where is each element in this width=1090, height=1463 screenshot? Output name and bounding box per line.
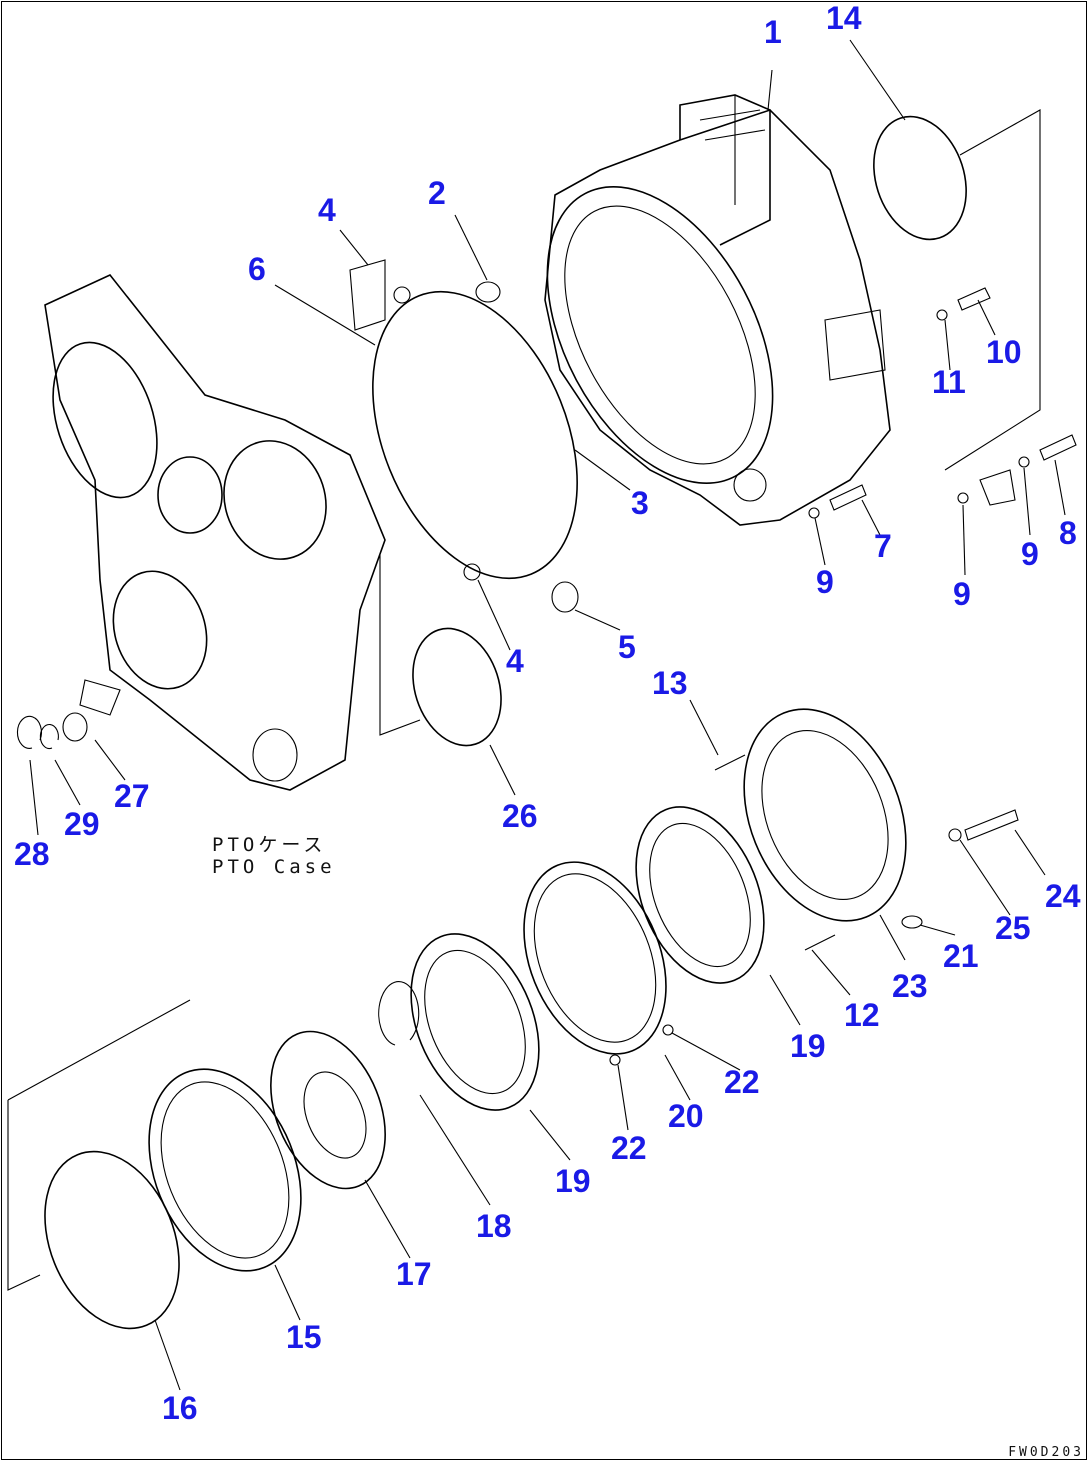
- washer-part-25: [948, 828, 962, 842]
- callout-9-left: 9: [816, 564, 834, 600]
- callout-26: 26: [502, 798, 538, 834]
- pto-case: [44, 274, 421, 791]
- callout-16: 16: [162, 1390, 198, 1426]
- callout-8: 8: [1059, 515, 1077, 551]
- pins-part-12-13: [714, 754, 836, 951]
- plate-part-19b: [410, 933, 540, 1111]
- dowel-part-4: [349, 259, 386, 331]
- bracket-part-27: [79, 679, 121, 716]
- callout-1: 1: [764, 14, 782, 50]
- callout-17: 17: [396, 1256, 432, 1292]
- callout-18: 18: [476, 1208, 512, 1244]
- bolt-part-24: [964, 809, 1019, 841]
- piston-housing-part-23: [743, 708, 907, 922]
- callout-27: 27: [114, 778, 150, 814]
- callout-3: 3: [631, 485, 649, 521]
- callout-21: 21: [943, 938, 979, 974]
- drawing-code: FW0D203: [1008, 1445, 1084, 1460]
- callout-28: 28: [14, 836, 50, 872]
- callout-7: 7: [874, 528, 892, 564]
- callout-4-top: 4: [318, 192, 336, 228]
- callout-23: 23: [892, 968, 928, 1004]
- plug-part-2: [475, 281, 501, 303]
- bolt-group-right: [808, 287, 1077, 519]
- callout-13: 13: [652, 665, 688, 701]
- callout-4-bottom: 4: [506, 643, 524, 679]
- cover-part-15: [148, 1068, 302, 1272]
- plate-part-19a: [635, 806, 765, 984]
- callout-22-left: 22: [611, 1130, 647, 1166]
- callout-5: 5: [618, 629, 636, 665]
- caption-japanese: PTOケース: [212, 834, 327, 856]
- callout-22-right: 22: [724, 1064, 760, 1100]
- callout-2: 2: [428, 175, 446, 211]
- o-ring-part-5: [551, 581, 579, 613]
- leader-lines: [29, 39, 1066, 1391]
- o-ring-part-16: [44, 1150, 180, 1330]
- seal-part-27: [62, 712, 88, 742]
- callout-19-upper: 19: [790, 1028, 826, 1064]
- callout-11: 11: [932, 364, 966, 400]
- callout-10: 10: [986, 334, 1022, 370]
- plate-part-20: [523, 861, 667, 1055]
- callout-6: 6: [248, 251, 266, 287]
- callout-24: 24: [1045, 878, 1081, 914]
- callout-12: 12: [844, 997, 880, 1033]
- gear-part-26: [412, 627, 502, 747]
- snap-ring-part-18: [378, 981, 420, 1046]
- callout-19-lower: 19: [555, 1163, 591, 1199]
- gasket-part-6: [372, 290, 578, 580]
- callout-25: 25: [995, 910, 1031, 946]
- housing-part-1: [544, 94, 891, 526]
- o-ring-part-14: [873, 115, 967, 241]
- caption-english: PTO Case: [212, 855, 336, 878]
- callout-20: 20: [668, 1098, 704, 1134]
- callout-9-middle: 9: [953, 576, 971, 612]
- pto-case-caption: PTOケース PTO Case: [212, 834, 336, 879]
- callout-9-right: 9: [1021, 536, 1039, 572]
- snap-ring-part-28: [16, 715, 42, 749]
- piston-part-17: [270, 1030, 386, 1190]
- callout-14: 14: [826, 0, 862, 36]
- callout-15: 15: [286, 1319, 322, 1355]
- callout-29: 29: [64, 806, 100, 842]
- ring-part-29: [39, 723, 59, 750]
